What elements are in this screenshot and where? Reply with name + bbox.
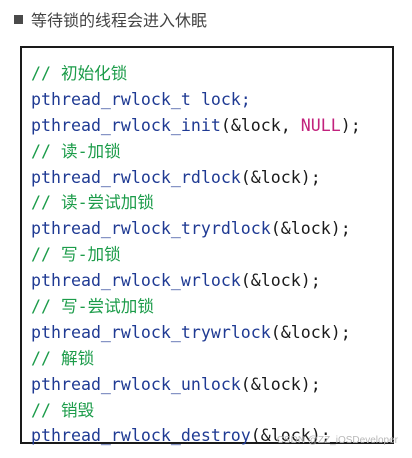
code-comment-line: // 读-加锁 [31,141,121,161]
code-punctuation: (&lock); [270,322,351,342]
code-punctuation: (&lock); [240,271,321,291]
code-punctuation: (&lock, [220,115,301,135]
square-bullet-icon [14,14,23,24]
code-statement-line: pthread_rwlock_tryrdlock(&lock); [31,216,392,242]
code-comment-line: // 初始化锁 [31,64,128,83]
heading-text: 等待锁的线程会进入休眠 [31,11,208,30]
code-comment-line: // 写-加锁 [31,245,121,265]
code-comment-line: // 写-尝试加锁 [31,297,154,317]
code-punctuation: (&lock); [250,426,331,446]
function-token: pthread_rwlock_trywrlock [31,322,271,342]
code-statement-line: pthread_rwlock_trywrlock(&lock); [31,320,392,346]
code-comment-line: // 销毁 [31,400,95,420]
code-punctuation: (&lock); [240,374,321,394]
code-comment-line: // 解锁 [31,348,95,368]
code-punctuation: (&lock); [240,167,321,187]
code-comment-line: // 读-尝试加锁 [31,193,154,213]
code-statement-line: pthread_rwlock_wrlock(&lock); [31,268,392,294]
code-punctuation: ); [340,115,361,135]
section-heading: 等待锁的线程会进入休眠 [14,7,207,31]
function-token: pthread_rwlock_tryrdlock [31,219,271,239]
code-statement-line: pthread_rwlock_destroy(&lock); [31,423,392,449]
function-token: pthread_rwlock_unlock [31,374,241,394]
function-token: pthread_rwlock_destroy [31,426,251,446]
code-statement-line: pthread_rwlock_rdlock(&lock); [31,165,392,191]
code-statement-line: pthread_rwlock_init(&lock, NULL); [31,113,392,139]
watermark: CSDN @ZZ_iOSDeveloper [276,435,398,446]
code-punctuation: (&lock); [270,219,351,239]
function-token: pthread_rwlock_init [31,115,221,135]
function-token: pthread_rwlock_rdlock [31,167,241,187]
code-statement-line: pthread_rwlock_t lock; [31,87,392,113]
function-token: pthread_rwlock_t lock; [31,89,251,109]
function-token: pthread_rwlock_wrlock [31,271,241,291]
code-block: // 初始化锁 pthread_rwlock_t lock; pthread_rwl… [20,46,394,445]
code-statement-line: pthread_rwlock_unlock(&lock); [31,372,392,398]
null-keyword: NULL [300,115,341,135]
